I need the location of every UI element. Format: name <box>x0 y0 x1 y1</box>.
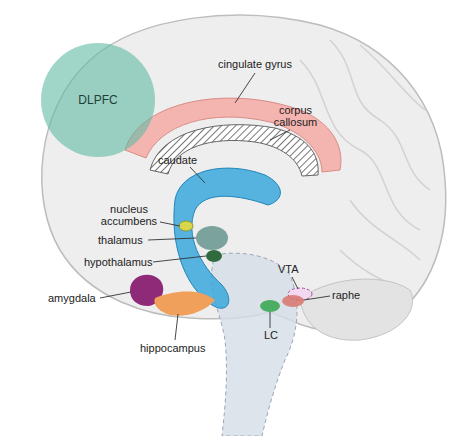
structure-label: thalamus <box>98 234 158 246</box>
structure-label: hypothalamus <box>84 256 164 268</box>
structure-label: VTA <box>278 263 308 275</box>
gyri <box>300 40 430 290</box>
nucleus-accumbens <box>179 221 193 231</box>
structure-label: amygdala <box>48 292 108 304</box>
region-circle: DLPFC <box>41 43 155 157</box>
raphe <box>282 295 304 307</box>
brainstem <box>212 253 297 436</box>
structure-label: hippocampus <box>140 342 220 354</box>
thalamus <box>196 226 228 250</box>
hypothalamus <box>206 250 222 262</box>
locus-coeruleus <box>260 300 280 312</box>
structure-label: raphe <box>332 289 372 301</box>
structure-label: cingulate gyrus <box>218 58 318 70</box>
cerebellum <box>300 279 413 340</box>
structure-label: corpus callosum <box>268 104 323 128</box>
structure-label: caudate <box>158 154 218 166</box>
structure-label: nucleus accumbens <box>98 203 160 227</box>
structure-label: LC <box>264 329 284 341</box>
hippocampus <box>154 292 215 316</box>
region-label: DLPFC <box>78 93 117 107</box>
